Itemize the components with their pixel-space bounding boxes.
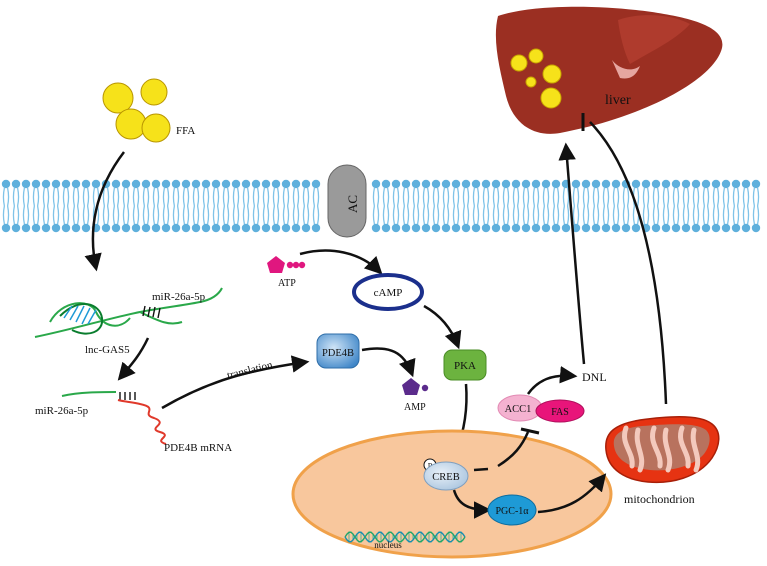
fas-label: FAS xyxy=(551,407,569,418)
atp-molecule xyxy=(267,256,306,273)
nucleus-label: nucleus xyxy=(374,540,402,550)
fat-droplet-icon xyxy=(528,48,544,64)
ffa-arrow xyxy=(84,151,125,272)
pgc1a-node xyxy=(487,494,537,526)
creb-inhibit-line xyxy=(497,431,530,468)
pde4b-box xyxy=(316,333,360,369)
liver-icon xyxy=(495,6,723,134)
pde4b-label: PDE4B xyxy=(322,348,354,359)
fas-node xyxy=(535,399,585,423)
inhibit-bar xyxy=(520,427,540,435)
fat-droplet-icon xyxy=(542,64,562,84)
creb-inhibit-dash xyxy=(473,467,489,472)
ac-channel xyxy=(327,164,367,238)
creb-label: CREB xyxy=(432,472,459,483)
atp-to-camp-arrow xyxy=(299,249,383,275)
mir-bottom-label: miR-26a-5p xyxy=(35,405,89,417)
camp-label: cAMP xyxy=(374,287,403,299)
amp-molecule xyxy=(402,378,429,395)
fas-to-dnl-arrow xyxy=(526,366,578,395)
camp-to-pka-arrow xyxy=(423,304,462,350)
acc1-label: ACC1 xyxy=(505,404,532,415)
pde4b-mrna-label: PDE4B mRNA xyxy=(164,442,232,454)
atp-label: ATP xyxy=(278,278,296,289)
fat-droplet-icon xyxy=(141,113,171,143)
mir-top-label: miR-26a-5p xyxy=(152,291,206,303)
ffa-label: FFA xyxy=(176,125,195,137)
cell-membrane xyxy=(1,179,761,233)
mitochondrion-icon xyxy=(605,415,720,484)
lnc-gas5-complex xyxy=(34,287,223,338)
fat-droplet-icon xyxy=(115,108,147,140)
mitochondrion-label: mitochondrion xyxy=(624,492,695,506)
mito-inhibit-line xyxy=(589,121,668,405)
fat-droplet-icon xyxy=(102,82,134,114)
translation-arrow xyxy=(161,355,310,410)
fat-droplet-icon xyxy=(540,87,562,109)
creb-to-pgc-arrow xyxy=(452,489,492,519)
dnl-to-liver-arrow xyxy=(558,142,586,365)
ac-label: AC xyxy=(345,195,360,213)
lnc-to-mir-arrow xyxy=(117,337,150,381)
lnc-label: lnc-GAS5 xyxy=(85,344,130,356)
pgc1a-label: PGC-1α xyxy=(495,506,529,517)
ffa-droplets xyxy=(102,78,171,143)
amp-label: AMP xyxy=(404,402,426,413)
dnl-label: DNL xyxy=(582,370,607,384)
fat-droplet-icon xyxy=(525,76,537,88)
creb-node xyxy=(423,461,469,491)
translation-label: translation xyxy=(226,359,274,382)
fat-droplet-icon xyxy=(140,78,168,106)
fat-droplet-icon xyxy=(510,54,528,72)
liver-label: liver xyxy=(605,93,631,108)
dna-helix-icon xyxy=(344,531,466,543)
camp-ring xyxy=(352,273,424,311)
pgc-to-mito-arrow xyxy=(537,473,607,514)
pka-label: PKA xyxy=(454,360,476,372)
mir-mrna-complex xyxy=(61,391,167,445)
pka-box xyxy=(443,349,487,381)
nucleus xyxy=(291,429,613,559)
pde4b-to-amp-arrow xyxy=(361,347,416,378)
